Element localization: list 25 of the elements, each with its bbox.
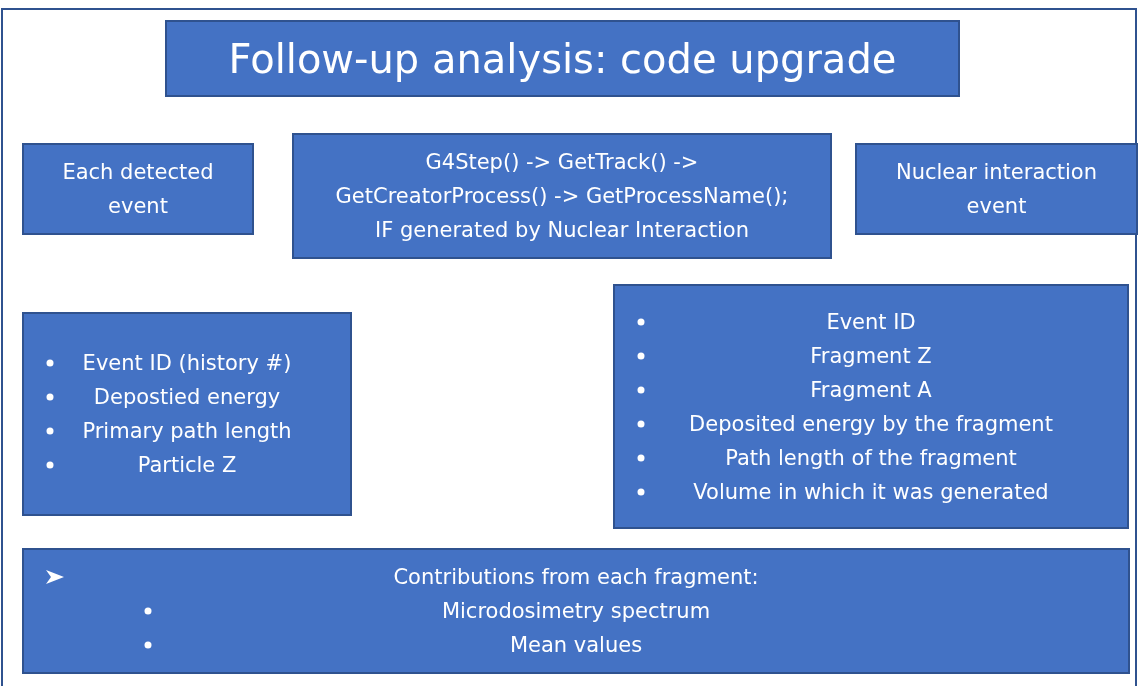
list-item: Fragment A xyxy=(810,376,932,404)
list-item: Mean values xyxy=(509,632,643,659)
list-item: Event ID (history #) xyxy=(82,350,292,377)
box-text: Nuclear interaction event xyxy=(894,159,1099,220)
process-box xyxy=(22,143,254,235)
box-text: G4Step() -> GetTrack() -> GetCreatorProcess() -> GetProcessName(); xyxy=(334,149,790,210)
list-item: Contributions from each fragment: xyxy=(393,564,759,591)
list-item: Fragment Z xyxy=(810,342,932,370)
list-item: Microdosimetry spectrum xyxy=(441,598,711,625)
list-item: Depostied energy xyxy=(93,384,281,411)
list-item: Volume in which it was generated xyxy=(693,478,1049,506)
list-box xyxy=(22,548,1130,674)
process-box xyxy=(855,143,1138,235)
title-box xyxy=(165,20,960,97)
list-item: Deposited energy by the fragment xyxy=(689,410,1053,438)
box-text: Each detected event xyxy=(61,159,215,220)
box-text: IF generated by Nuclear Interaction xyxy=(375,217,749,244)
list-item: Particle Z xyxy=(137,452,237,479)
list-item: Event ID xyxy=(826,308,916,336)
process-box xyxy=(292,133,832,259)
list-box xyxy=(22,312,352,516)
list-item: Path length of the fragment xyxy=(725,444,1017,472)
list-box xyxy=(613,284,1129,529)
title-text: Follow-up analysis: code upgrade xyxy=(228,34,897,84)
list-item: Primary path length xyxy=(82,418,292,445)
